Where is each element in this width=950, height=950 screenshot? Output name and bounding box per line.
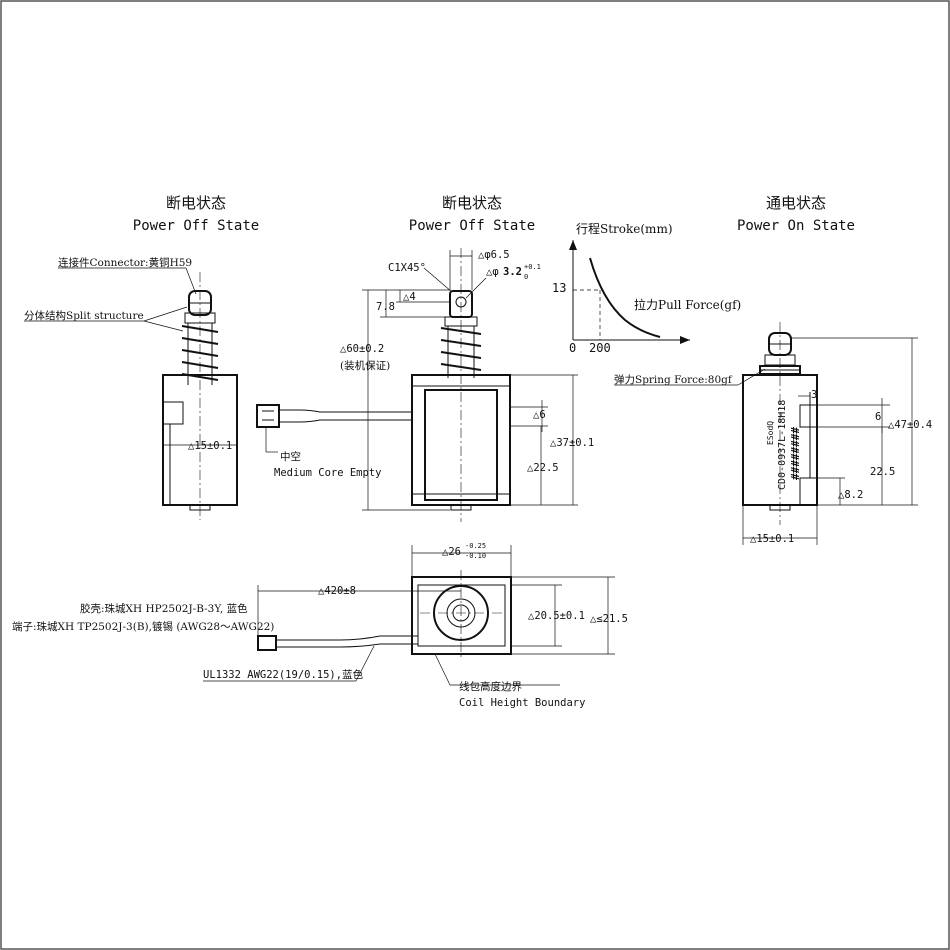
force-graph: 行程Stroke(mm) 拉力Pull Force(gf) 13 0 200 — [552, 221, 741, 355]
right-d15-dim: △15±0.1 — [750, 533, 794, 545]
spring-leader — [737, 368, 766, 386]
coil-label-zh: 线包高度边界 — [459, 680, 522, 693]
right-d3-dim: 3 — [811, 389, 817, 401]
housing-label: 胶壳:珠城XH HP2502J-B-3Y, 蓝色 — [80, 602, 248, 615]
phi-dim: △φ6.5 — [478, 249, 510, 261]
hole-dim-prefix: △φ — [486, 266, 499, 278]
bottom-connector — [257, 635, 277, 651]
middle-d6-dim: △6 — [533, 409, 546, 421]
bottom-d26-sub: -0.10 — [465, 552, 486, 560]
middle-connector — [256, 404, 280, 428]
left-collar — [184, 312, 216, 324]
left-body-notch — [162, 401, 184, 425]
right-d82-dim: △8.2 — [838, 489, 863, 501]
split-leader-a — [143, 306, 188, 322]
graph-y-arrow — [569, 240, 577, 250]
core-label-en: Medium Core Empty — [274, 467, 381, 479]
d4-dim: △4 — [403, 291, 416, 303]
middle-wire-top — [279, 409, 412, 413]
left-body-foot — [189, 504, 211, 511]
middle-title-en: Power Off State — [409, 218, 535, 234]
bottom-frame — [411, 576, 512, 655]
left-view: △15±0.1 连接件Connector:黄铜H59 分体结构Split str… — [24, 256, 238, 520]
view-titles: 断电状态 Power Off State 断电状态 Power Off Stat… — [133, 194, 855, 234]
right-d47-dim: △47±0.4 — [888, 419, 932, 431]
bottom-frame-inner — [417, 584, 506, 647]
graph-x-arrow — [680, 336, 690, 344]
connector-leader — [185, 267, 197, 295]
middle-d225-dim: △22.5 — [527, 462, 559, 474]
left-title-zh: 断电状态 — [166, 194, 226, 212]
middle-spring — [440, 326, 482, 378]
bottom-wire-top — [276, 635, 418, 641]
split-leader-b — [143, 320, 184, 332]
bottom-d215-dim: △≤21.5 — [590, 613, 628, 625]
middle-foot — [450, 504, 472, 511]
coil-leader — [434, 653, 451, 686]
bottom-d26-dim: △26 — [442, 546, 461, 558]
force-curve — [589, 257, 661, 338]
right-title-zh: 通电状态 — [766, 194, 826, 212]
hole-dim-sup: +0.1 — [524, 263, 541, 271]
split-label: 分体结构Split structure — [24, 309, 144, 322]
middle-title-zh: 断电状态 — [442, 194, 502, 212]
connector-label: 连接件Connector:黄铜H59 — [58, 256, 192, 269]
graph-x-tick-200: 200 — [589, 341, 611, 355]
graph-x-tick-0: 0 — [569, 341, 576, 355]
stamp-line2: ######## — [789, 427, 802, 480]
middle-d37-dim: △37±0.1 — [550, 437, 594, 449]
middle-collar — [444, 316, 478, 327]
bottom-wire-bottom — [276, 643, 418, 648]
middle-view: 中空 Medium Core Empty △φ6.5 C1X45° △φ 3.2… — [256, 248, 594, 522]
wire-leader — [355, 645, 375, 682]
hole-dim-sub: 0 — [524, 273, 528, 281]
hole-leader — [465, 277, 487, 299]
middle-plunger-hole — [455, 296, 467, 308]
right-foot — [769, 504, 791, 511]
graph-y-tick: 13 — [552, 281, 566, 295]
bottom-d420-dim: △420±8 — [318, 585, 356, 597]
terminal-label: 端子:珠城XH TP2502J-3(B),镀锡 (AWG28～AWG22) — [12, 620, 274, 633]
bottom-view: △26 -0.25 -0.10 △420±8 △20.5±0.1 △≤21.5 … — [12, 542, 628, 709]
right-view: CD0-0937L-18H18 ######## ESodQ 弹力Spring … — [614, 322, 932, 545]
d78-dim: 7.8 — [376, 301, 395, 313]
graph-x-label: 拉力Pull Force(gf) — [634, 297, 741, 312]
bottom-d26-sup: -0.25 — [465, 542, 486, 550]
stamp-line1: CD0-0937L-18H18 — [777, 400, 788, 490]
middle-wire-bottom — [279, 419, 412, 423]
chamfer-leader — [423, 267, 453, 293]
wire-label: UL1332 AWG22(19/0.15),蓝色 — [203, 668, 364, 681]
d60-note: (装机保证) — [340, 359, 390, 372]
right-notch-top — [799, 404, 818, 428]
d60-dim: △60±0.2 — [340, 343, 384, 355]
left-width-dim: △15±0.1 — [188, 440, 232, 452]
right-d225-dim: 22.5 — [870, 466, 895, 478]
chamfer-label: C1X45° — [388, 262, 426, 274]
right-notch-bottom — [799, 477, 818, 506]
coil-label-en: Coil Height Boundary — [459, 697, 585, 709]
right-stamp: CD0-0937L-18H18 ######## ESodQ — [766, 400, 802, 490]
hole-dim-value: 3.2 — [503, 266, 522, 278]
right-title-en: Power On State — [737, 218, 855, 234]
spring-label: 弹力Spring Force:80gf — [614, 373, 733, 386]
graph-y-label: 行程Stroke(mm) — [576, 221, 673, 236]
bottom-d205-dim: △20.5±0.1 — [528, 610, 585, 622]
middle-coil — [424, 389, 498, 501]
left-title-en: Power Off State — [133, 218, 259, 234]
right-d6-dim: 6 — [875, 411, 881, 423]
stamp-line3: ESodQ — [766, 421, 775, 445]
core-label-zh: 中空 — [280, 450, 301, 463]
